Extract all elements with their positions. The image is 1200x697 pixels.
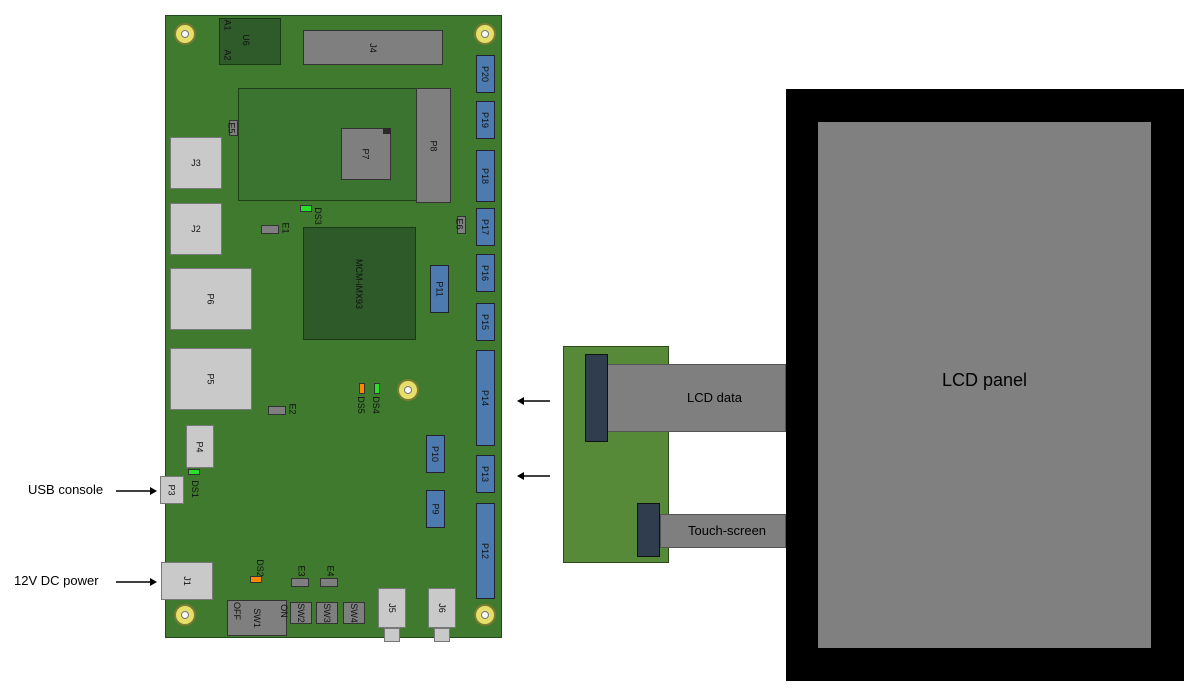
p4-connector: P4	[186, 425, 214, 468]
j6-barrel	[434, 628, 450, 642]
lcd-arrow	[517, 397, 550, 405]
p16-header: P16	[476, 254, 495, 292]
touch-arrow	[517, 472, 550, 480]
u6-label: U6	[240, 34, 251, 46]
usb-console-label: USB console	[28, 482, 104, 497]
u6-a2-label: A2	[222, 49, 233, 61]
p15-header: P15	[476, 303, 495, 341]
mounting-hole	[474, 604, 496, 626]
sw1-off-label: OFF	[232, 602, 242, 620]
p13-header: P13	[476, 455, 495, 493]
mcm-module: MCM-iMX93	[303, 227, 416, 340]
ds2-label: DS2	[254, 559, 265, 577]
e5-label: E5	[226, 122, 237, 134]
sw3-switch: SW3	[316, 602, 338, 624]
e5-component	[229, 120, 238, 136]
u6-chip	[219, 18, 281, 65]
p11-header: P11	[430, 265, 449, 313]
e4-label: E4	[325, 565, 336, 577]
mounting-hole	[474, 23, 496, 45]
e1-label: E1	[280, 222, 291, 234]
p14-header: P14	[476, 350, 495, 446]
sw1-on-label: ON	[278, 604, 289, 618]
u6-a1-label: A1	[222, 19, 233, 31]
touch-screen-connector	[637, 503, 660, 557]
lcd-panel-screen	[818, 122, 1151, 648]
p3-usb-connector: P3	[160, 476, 184, 504]
j1-power-connector: J1	[161, 562, 213, 600]
sw2-switch: SW2	[290, 602, 312, 624]
p5-connector: P5	[170, 348, 252, 410]
ds2-led	[250, 576, 262, 583]
p12-header: P12	[476, 503, 495, 599]
mounting-hole	[174, 604, 196, 626]
sw4-switch: SW4	[343, 602, 365, 624]
j5-barrel	[384, 628, 400, 642]
sw1-switch: SW1	[227, 600, 287, 636]
e4-component	[320, 578, 338, 587]
j6-connector: J6	[428, 588, 456, 628]
e2-label: E2	[287, 403, 298, 415]
j5-connector: J5	[378, 588, 406, 628]
p18-header: P18	[476, 150, 495, 202]
j3-connector: J3	[170, 137, 222, 189]
p9-header: P9	[426, 490, 445, 528]
lcd-panel-label: LCD panel	[941, 370, 1028, 390]
mcm-label: MCM-iMX93	[354, 258, 365, 309]
j4-connector: J4	[303, 30, 443, 65]
ds3-led	[300, 205, 312, 212]
ds1-label: DS1	[189, 480, 200, 498]
ds4-led	[374, 383, 380, 394]
e3-component	[291, 578, 309, 587]
lcd-data-connector	[585, 354, 608, 442]
ds3-label: DS3	[312, 207, 323, 225]
p8-connector: P8	[416, 88, 451, 203]
p20-header: P20	[476, 55, 495, 93]
e2-component	[268, 406, 286, 415]
ds1-led	[188, 469, 200, 475]
p6-connector: P6	[170, 268, 252, 330]
dc-power-label: 12V DC power	[14, 573, 99, 588]
p17-header: P17	[476, 208, 495, 246]
e6-component	[457, 216, 466, 234]
e1-component	[261, 225, 279, 234]
usb-console-arrow	[116, 487, 157, 495]
ds5-led	[359, 383, 365, 394]
lcd-data-cable	[607, 364, 786, 432]
j2-connector: J2	[170, 203, 222, 255]
e3-label: E3	[296, 565, 307, 577]
lcd-data-label: LCD data	[687, 390, 742, 405]
p7-socket: P7	[341, 128, 391, 180]
p19-header: P19	[476, 101, 495, 139]
module-outline	[238, 88, 418, 201]
touch-screen-label: Touch-screen	[688, 523, 767, 538]
p7-notch	[383, 128, 391, 134]
p10-header: P10	[426, 435, 445, 473]
mounting-hole	[174, 23, 196, 45]
ds4-label: DS4	[370, 396, 381, 414]
e6-label: E6	[454, 218, 465, 230]
dc-power-arrow	[116, 578, 157, 586]
mounting-hole	[397, 379, 419, 401]
touch-screen-cable	[660, 514, 786, 548]
